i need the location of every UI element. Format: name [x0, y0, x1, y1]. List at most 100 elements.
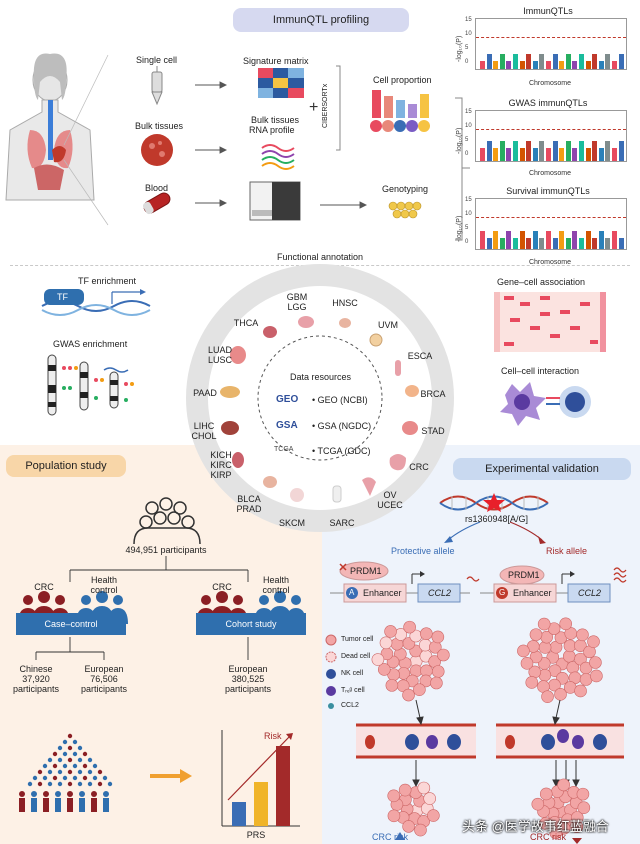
y-tick-label: 0	[465, 239, 469, 245]
population-dot	[27, 781, 33, 787]
y-tick-label: 15	[465, 197, 472, 203]
population-dot	[77, 781, 83, 787]
cancer-crc: CRC	[409, 462, 429, 472]
population-dot	[77, 745, 83, 751]
person-figure-icon	[31, 791, 37, 812]
plot-ylabel-1: -log₁₀(P)	[456, 35, 463, 62]
tumor-cell	[387, 809, 401, 823]
population-dot	[87, 769, 93, 775]
population-dot	[67, 733, 73, 739]
population-dot	[42, 763, 48, 769]
tumor-cell	[413, 683, 426, 696]
population-pyramid-icon	[19, 733, 113, 812]
label-data-resources: Data resources	[290, 372, 352, 382]
manhattan-chromosome-band	[552, 238, 558, 249]
tumor-cell	[387, 789, 401, 803]
manhattan-chromosome-band	[493, 148, 499, 161]
population-dot	[82, 763, 88, 769]
manhattan-chromosome-band	[612, 231, 617, 249]
population-dot	[42, 775, 48, 781]
manhattan-chromosome-band	[519, 148, 525, 161]
population-dot	[47, 781, 53, 787]
population-dot	[102, 775, 108, 781]
tumor-cell	[525, 676, 539, 689]
person-figure-icon	[19, 791, 25, 812]
manhattan-chromosome-band	[612, 148, 617, 161]
tumor-cell	[417, 781, 431, 795]
tumor-bottom-right	[531, 778, 591, 840]
gwas-enrichment-icon	[47, 354, 134, 416]
cancer-skcm: SKCM	[278, 518, 306, 528]
manhattan-chromosome-band	[513, 141, 518, 161]
legend-glyphs	[325, 634, 337, 709]
manhattan-chromosome-band	[480, 61, 485, 69]
resource-gsa: • GSA (NGDC)	[312, 421, 372, 431]
population-dot	[82, 775, 88, 781]
manhattan-chromosome-band	[552, 141, 558, 161]
manhattan-chromosome-band	[565, 141, 571, 161]
manhattan-chromosome-band	[565, 238, 571, 249]
label-ccl2-left: CCL2	[428, 588, 452, 598]
population-dot	[37, 781, 43, 787]
label-allele-a: A	[349, 588, 355, 597]
population-dot	[32, 775, 38, 781]
plot-xlabel-2: Chromosome	[528, 170, 571, 177]
legend-dead-cell: Dead cell	[341, 653, 371, 660]
manhattan-chromosome-band	[565, 54, 571, 69]
tumor-cell	[531, 797, 545, 811]
manhattan-chromosome-band	[572, 61, 578, 69]
manhattan-chromosome-band	[499, 54, 505, 69]
experimental-arrows	[412, 699, 580, 788]
tumor-cell	[589, 656, 602, 669]
prs-bar	[276, 746, 290, 826]
label-ccl2-right: CCL2	[578, 588, 602, 598]
cancer-uvm: UVM	[378, 320, 398, 330]
tumor-cell	[559, 617, 573, 631]
population-dot	[72, 739, 78, 745]
tumor-cell	[576, 628, 589, 642]
resource-geo: • GEO (NCBI)	[312, 395, 368, 405]
population-dot	[62, 763, 68, 769]
tumor-cell	[398, 783, 412, 797]
manhattan-chromosome-band	[486, 238, 492, 249]
manhattan-chromosome-band	[579, 54, 584, 69]
significance-threshold-line	[476, 37, 626, 38]
case-control-box: Case–control	[16, 613, 126, 635]
logo-tcga: TCGA	[274, 446, 294, 453]
arrow-to-prs-icon	[150, 769, 192, 783]
label-tf: TF	[57, 292, 68, 302]
tumor-cell	[539, 817, 552, 830]
person-figure-icon	[55, 791, 61, 812]
tumor-cell	[537, 617, 551, 631]
single-cell-tube-icon	[151, 66, 163, 106]
manhattan-chromosome-band	[585, 231, 591, 249]
label-genotyping: Genotyping	[382, 184, 429, 194]
tumor-cell	[520, 657, 534, 670]
manhattan-chromosome-band	[506, 231, 512, 249]
logo-gsa: GSA	[276, 420, 298, 431]
y-tick-label: 15	[465, 109, 472, 115]
genotyping-icon	[388, 201, 422, 219]
person-figure-icon	[103, 791, 109, 812]
population-dot	[57, 769, 63, 775]
population-dot	[82, 751, 88, 757]
population-dot	[62, 751, 68, 757]
tumor-cell	[437, 648, 450, 662]
population-dot	[37, 769, 43, 775]
population-dot	[72, 775, 78, 781]
human-figure-icon	[5, 53, 95, 201]
person-figure-icon	[79, 791, 85, 812]
person-figure-icon	[67, 791, 73, 812]
population-dot	[62, 775, 68, 781]
allele-arrows	[444, 521, 546, 544]
label-enhancer-left: Enhancer	[363, 588, 402, 598]
manhattan-chromosome-band	[585, 61, 591, 69]
population-tree-lines	[35, 556, 249, 660]
manhattan-chromosome-band	[598, 61, 604, 69]
tumor-bottom-left	[387, 781, 440, 837]
population-dot	[67, 769, 73, 775]
